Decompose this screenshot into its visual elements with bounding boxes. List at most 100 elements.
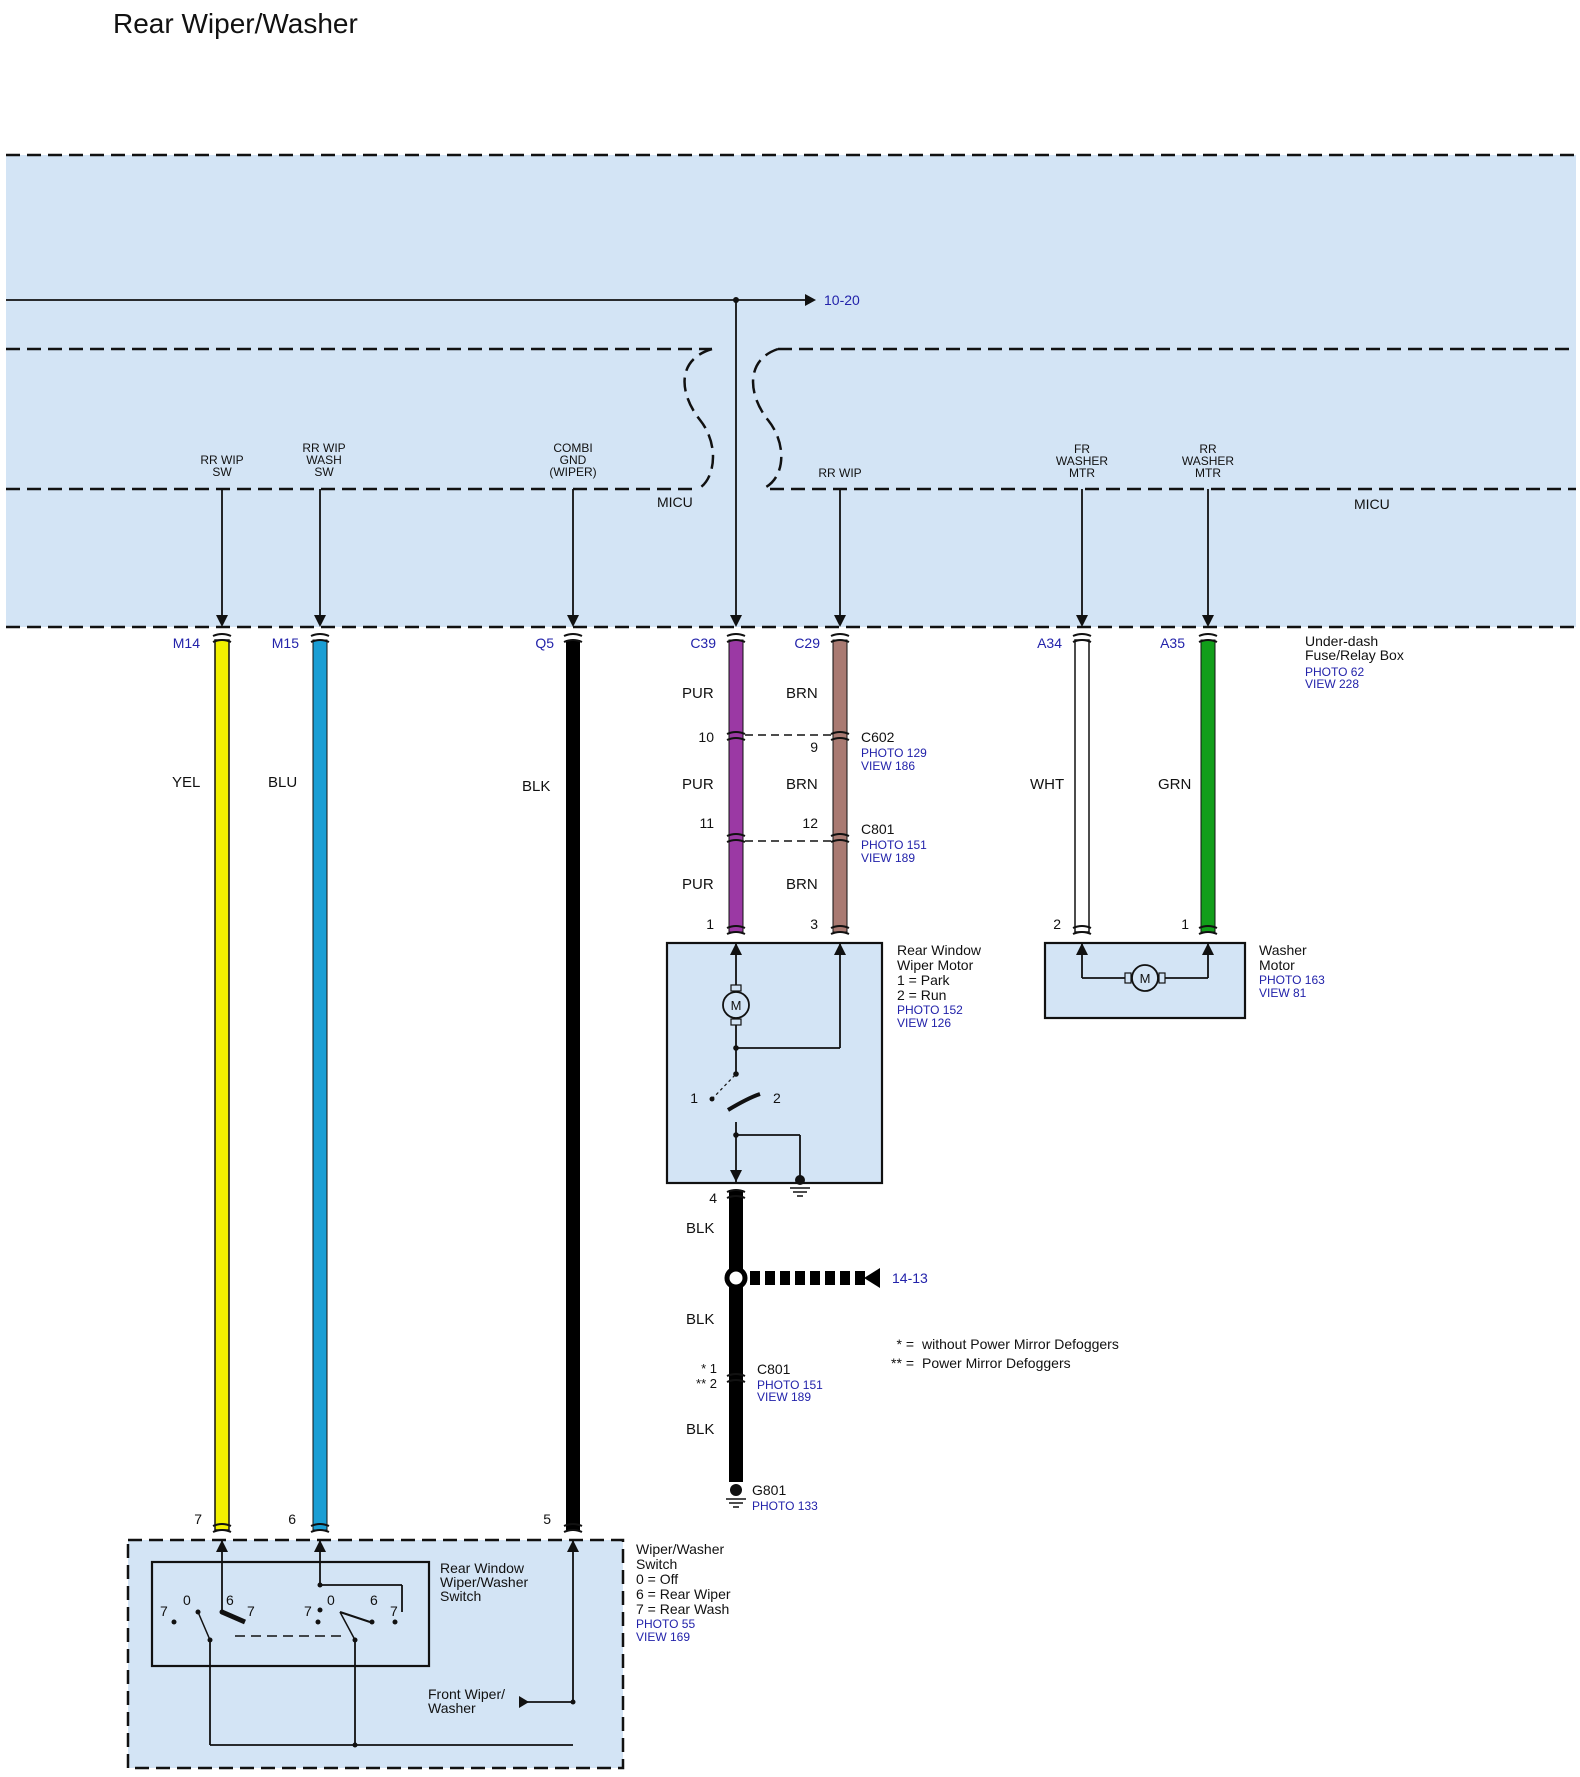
svg-text:Front Wiper/: Front Wiper/: [428, 1686, 505, 1702]
ref-10-20: 10-20: [824, 292, 860, 308]
svg-text:7 = Rear Wash: 7 = Rear Wash: [636, 1601, 729, 1617]
micu-right-label: MICU: [1354, 496, 1390, 512]
svg-text:0: 0: [327, 1592, 335, 1608]
svg-text:7: 7: [247, 1603, 255, 1619]
svg-text:Wiper/Washer: Wiper/Washer: [440, 1574, 529, 1590]
svg-text:VIEW 228: VIEW 228: [1305, 677, 1359, 691]
svg-text:0: 0: [183, 1592, 191, 1608]
svg-text:C801: C801: [757, 1361, 791, 1377]
label-brn-1: BRN: [786, 685, 818, 702]
svg-text:5: 5: [543, 1511, 551, 1527]
wire-grn: [1200, 639, 1216, 933]
svg-text:PHOTO 62: PHOTO 62: [1305, 665, 1364, 679]
svg-text:* =: * =: [896, 1336, 914, 1352]
svg-text:MTR: MTR: [1195, 466, 1221, 480]
wire-pur: [728, 639, 744, 933]
label-brn-2: BRN: [786, 776, 818, 793]
terminal-combi-gnd: COMBI GND (WIPER): [549, 441, 596, 479]
svg-text:Wiper/Washer: Wiper/Washer: [636, 1541, 725, 1557]
page-title: Rear Wiper/Washer: [113, 8, 358, 39]
svg-text:PHOTO 129: PHOTO 129: [861, 746, 927, 760]
svg-text:RR WIP: RR WIP: [818, 466, 861, 480]
svg-text:12: 12: [802, 815, 818, 831]
label-pur-3: PUR: [682, 876, 714, 893]
svg-text:WASHER: WASHER: [1056, 454, 1109, 468]
connector-m15: M15: [272, 635, 299, 651]
label-wht: WHT: [1030, 776, 1064, 793]
label-grn: GRN: [1158, 776, 1191, 793]
label-yel: YEL: [172, 774, 200, 791]
svg-text:GND: GND: [560, 453, 587, 467]
svg-text:** =: ** =: [891, 1355, 914, 1371]
svg-text:VIEW 189: VIEW 189: [757, 1390, 811, 1404]
svg-text:VIEW 186: VIEW 186: [861, 759, 915, 773]
rear-wiper-motor-symbol: [722, 991, 750, 1019]
wiper-washer-switch: 7 6 5: [126, 1511, 731, 1770]
wire-blk-q5: [566, 640, 580, 1530]
svg-text:Fuse/Relay Box: Fuse/Relay Box: [1305, 647, 1404, 663]
micu-panel: [6, 155, 1576, 627]
svg-text:Washer: Washer: [1259, 942, 1307, 958]
terminal-rr-wip-sw: RR WIP SW: [200, 453, 243, 479]
washer-motor-symbol: [1131, 964, 1159, 992]
terminal-rr-wip-wash-sw: RR WIP WASH SW: [302, 441, 345, 479]
svg-text:VIEW 189: VIEW 189: [861, 851, 915, 865]
label-pur-2: PUR: [682, 776, 714, 793]
svg-text:PHOTO 163: PHOTO 163: [1259, 973, 1325, 987]
svg-text:PHOTO 151: PHOTO 151: [861, 838, 927, 852]
terminal-rr-washer-mtr: RR WASHER MTR: [1182, 442, 1235, 480]
terminal-rr-wip: RR WIP: [818, 466, 861, 480]
svg-text:G801: G801: [752, 1482, 786, 1498]
svg-text:PHOTO 133: PHOTO 133: [752, 1499, 818, 1513]
svg-text:2: 2: [1053, 916, 1061, 932]
svg-text:6: 6: [226, 1592, 234, 1608]
label-blk-2: BLK: [686, 1311, 714, 1328]
connector-c29: C29: [794, 635, 820, 651]
connector-c801-upper: 11 12 C801 PHOTO 151 VIEW 189: [699, 815, 927, 865]
svg-text:Wiper Motor: Wiper Motor: [897, 957, 974, 973]
svg-text:VIEW 81: VIEW 81: [1259, 986, 1307, 1000]
switch-outer-box: [126, 1538, 625, 1770]
svg-text:VIEW 169: VIEW 169: [636, 1630, 690, 1644]
connector-labels: M14 M15 Q5 C39 C29 A34 A35: [173, 635, 1185, 651]
svg-text:0 = Off: 0 = Off: [636, 1571, 678, 1587]
svg-text:PHOTO 151: PHOTO 151: [757, 1378, 823, 1392]
svg-text:PHOTO 55: PHOTO 55: [636, 1617, 695, 1631]
svg-text:COMBI: COMBI: [553, 441, 592, 455]
wire-caps-top: [212, 633, 1218, 643]
svg-text:C801: C801: [861, 821, 895, 837]
svg-text:10: 10: [698, 729, 714, 745]
ground-branch-14-13: 14-13: [724, 1266, 928, 1290]
svg-text:Under-dash: Under-dash: [1305, 633, 1378, 649]
label-blu: BLU: [268, 774, 297, 791]
svg-text:RR: RR: [1199, 442, 1217, 456]
svg-text:* 1: * 1: [701, 1361, 717, 1376]
washer-motor: 2 1 M Washer Motor PHOTO 163 VIEW 81: [1043, 916, 1325, 1020]
svg-text:RR WIP: RR WIP: [200, 453, 243, 467]
svg-text:2: 2: [773, 1090, 781, 1106]
arrow-10-20: [805, 294, 816, 306]
connector-a34: A34: [1037, 635, 1062, 651]
svg-text:1: 1: [706, 916, 714, 932]
rear-wiper-motor: 1 3 M 1 2 4 Rear Window: [665, 916, 982, 1206]
ground-g801: G801 PHOTO 133: [726, 1482, 818, 1513]
micu-left-label: MICU: [657, 494, 693, 510]
svg-text:FR: FR: [1074, 442, 1090, 456]
connector-c801-lower: * 1 ** 2 C801 PHOTO 151 VIEW 189: [696, 1361, 823, 1404]
svg-text:Rear Window: Rear Window: [897, 942, 982, 958]
micu-break-left: [683, 347, 715, 491]
svg-text:7: 7: [194, 1511, 202, 1527]
svg-text:Motor: Motor: [1259, 957, 1295, 973]
svg-text:6: 6: [288, 1511, 296, 1527]
svg-text:(WIPER): (WIPER): [549, 465, 596, 479]
wire-color-labels: YEL BLU BLK PUR BRN PUR BRN PUR BRN WHT …: [172, 685, 1191, 1438]
svg-text:M: M: [731, 998, 742, 1013]
svg-text:without Power Mirror Defoggers: without Power Mirror Defoggers: [921, 1336, 1119, 1352]
connector-c602: 10 9 C602 PHOTO 129 VIEW 186: [698, 729, 927, 773]
svg-text:14-13: 14-13: [892, 1270, 928, 1286]
connector-c39: C39: [690, 635, 716, 651]
svg-text:WASHER: WASHER: [1182, 454, 1235, 468]
svg-text:** 2: ** 2: [696, 1376, 717, 1391]
wire-yel: [214, 639, 230, 1531]
